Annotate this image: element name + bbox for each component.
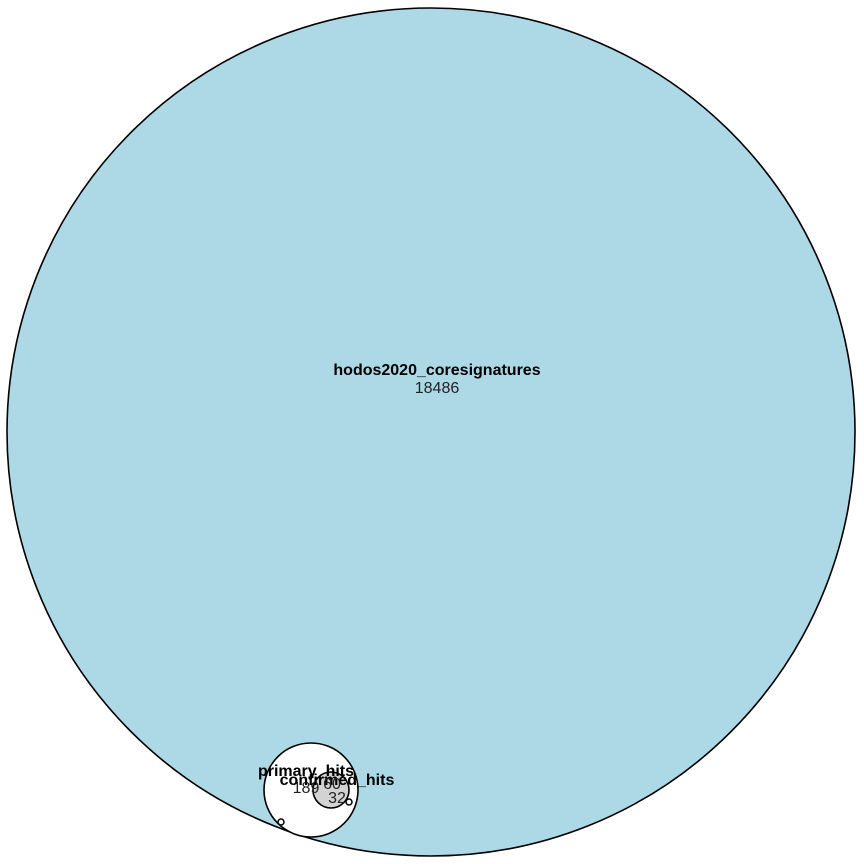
confirmed-hits-label: confirmed_hits (280, 772, 395, 789)
small-marker-ring (277, 818, 285, 826)
primary-hits-circle (263, 742, 359, 838)
small-marker-ring (345, 798, 353, 806)
set-primary-hits (263, 742, 359, 838)
primary-hits-count: 189 (293, 780, 320, 797)
set-hodos2020-coresignatures (6, 7, 856, 857)
hodos2020-coresignatures-circle (6, 7, 856, 857)
region-count: 32 (328, 790, 346, 807)
hodos2020-coresignatures-label: hodos2020_coresignatures (333, 362, 540, 379)
primary-hits-label: primary_hits (258, 763, 354, 780)
set-confirmed-hits (312, 771, 350, 809)
confirmed-hits-circle (312, 771, 350, 809)
confirmed-hits-count: 60 (323, 776, 341, 793)
hodos2020-coresignatures-count: 18486 (415, 380, 460, 397)
